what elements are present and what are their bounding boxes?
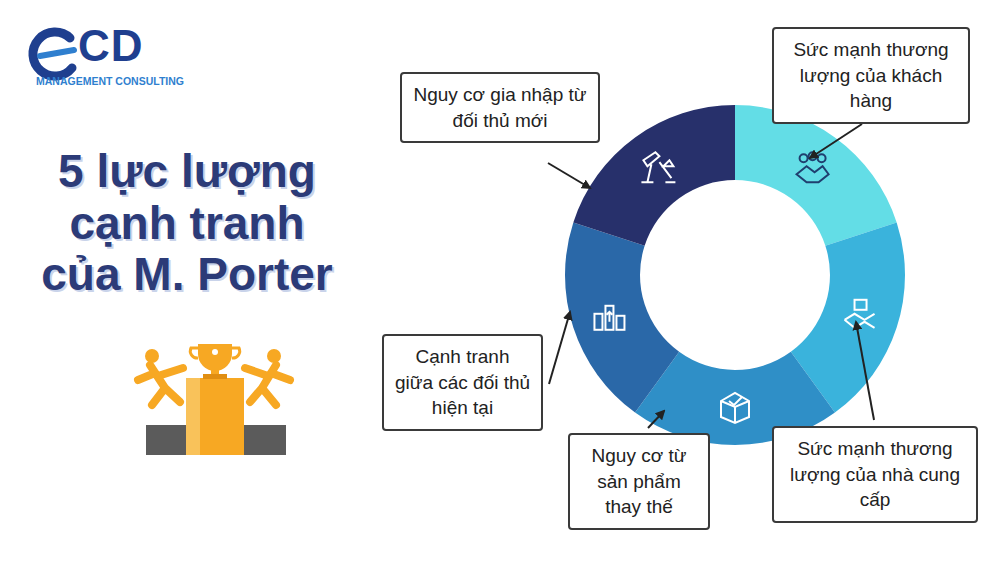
logo-subtitle: MANAGEMENT CONSULTING [36, 76, 184, 87]
callout-box: Nguy cơ từ sản phẩm thay thế [568, 433, 710, 530]
leader-arrow [549, 312, 570, 384]
leader-arrow [810, 124, 862, 158]
leader-arrow [856, 322, 874, 420]
callout-text: Nguy cơ gia nhập từ đối thủ mới [412, 82, 588, 133]
leader-arrow [648, 411, 664, 428]
donut-ring [565, 105, 905, 445]
donut-segment [565, 222, 679, 412]
segment-icon [641, 152, 675, 182]
callout-box: Sức mạnh thương lượng của khách hàng [772, 27, 970, 124]
trophy-illustration [138, 344, 290, 455]
segment-icon [845, 300, 875, 328]
segment-icon [594, 306, 624, 330]
callout-box: Nguy cơ gia nhập từ đối thủ mới [400, 72, 600, 143]
callout-text: Sức mạnh thương lượng của nhà cung cấp [784, 436, 966, 513]
callout-box: Cạnh tranh giữa các đối thủ hiện tại [382, 334, 543, 431]
main-title: 5 lực lượng cạnh tranh của M. Porter [28, 146, 346, 301]
logo-mark [33, 32, 74, 76]
callout-text: Nguy cơ từ sản phẩm thay thế [580, 443, 698, 520]
donut-segment [735, 105, 897, 246]
callout-text: Cạnh tranh giữa các đối thủ hiện tại [394, 344, 531, 421]
callout-text: Sức mạnh thương lượng của khách hàng [784, 37, 958, 114]
leader-arrow [548, 163, 590, 188]
segment-icon [721, 393, 749, 423]
callout-box: Sức mạnh thương lượng của nhà cung cấp [772, 426, 978, 523]
logo-text: CD [78, 24, 144, 68]
